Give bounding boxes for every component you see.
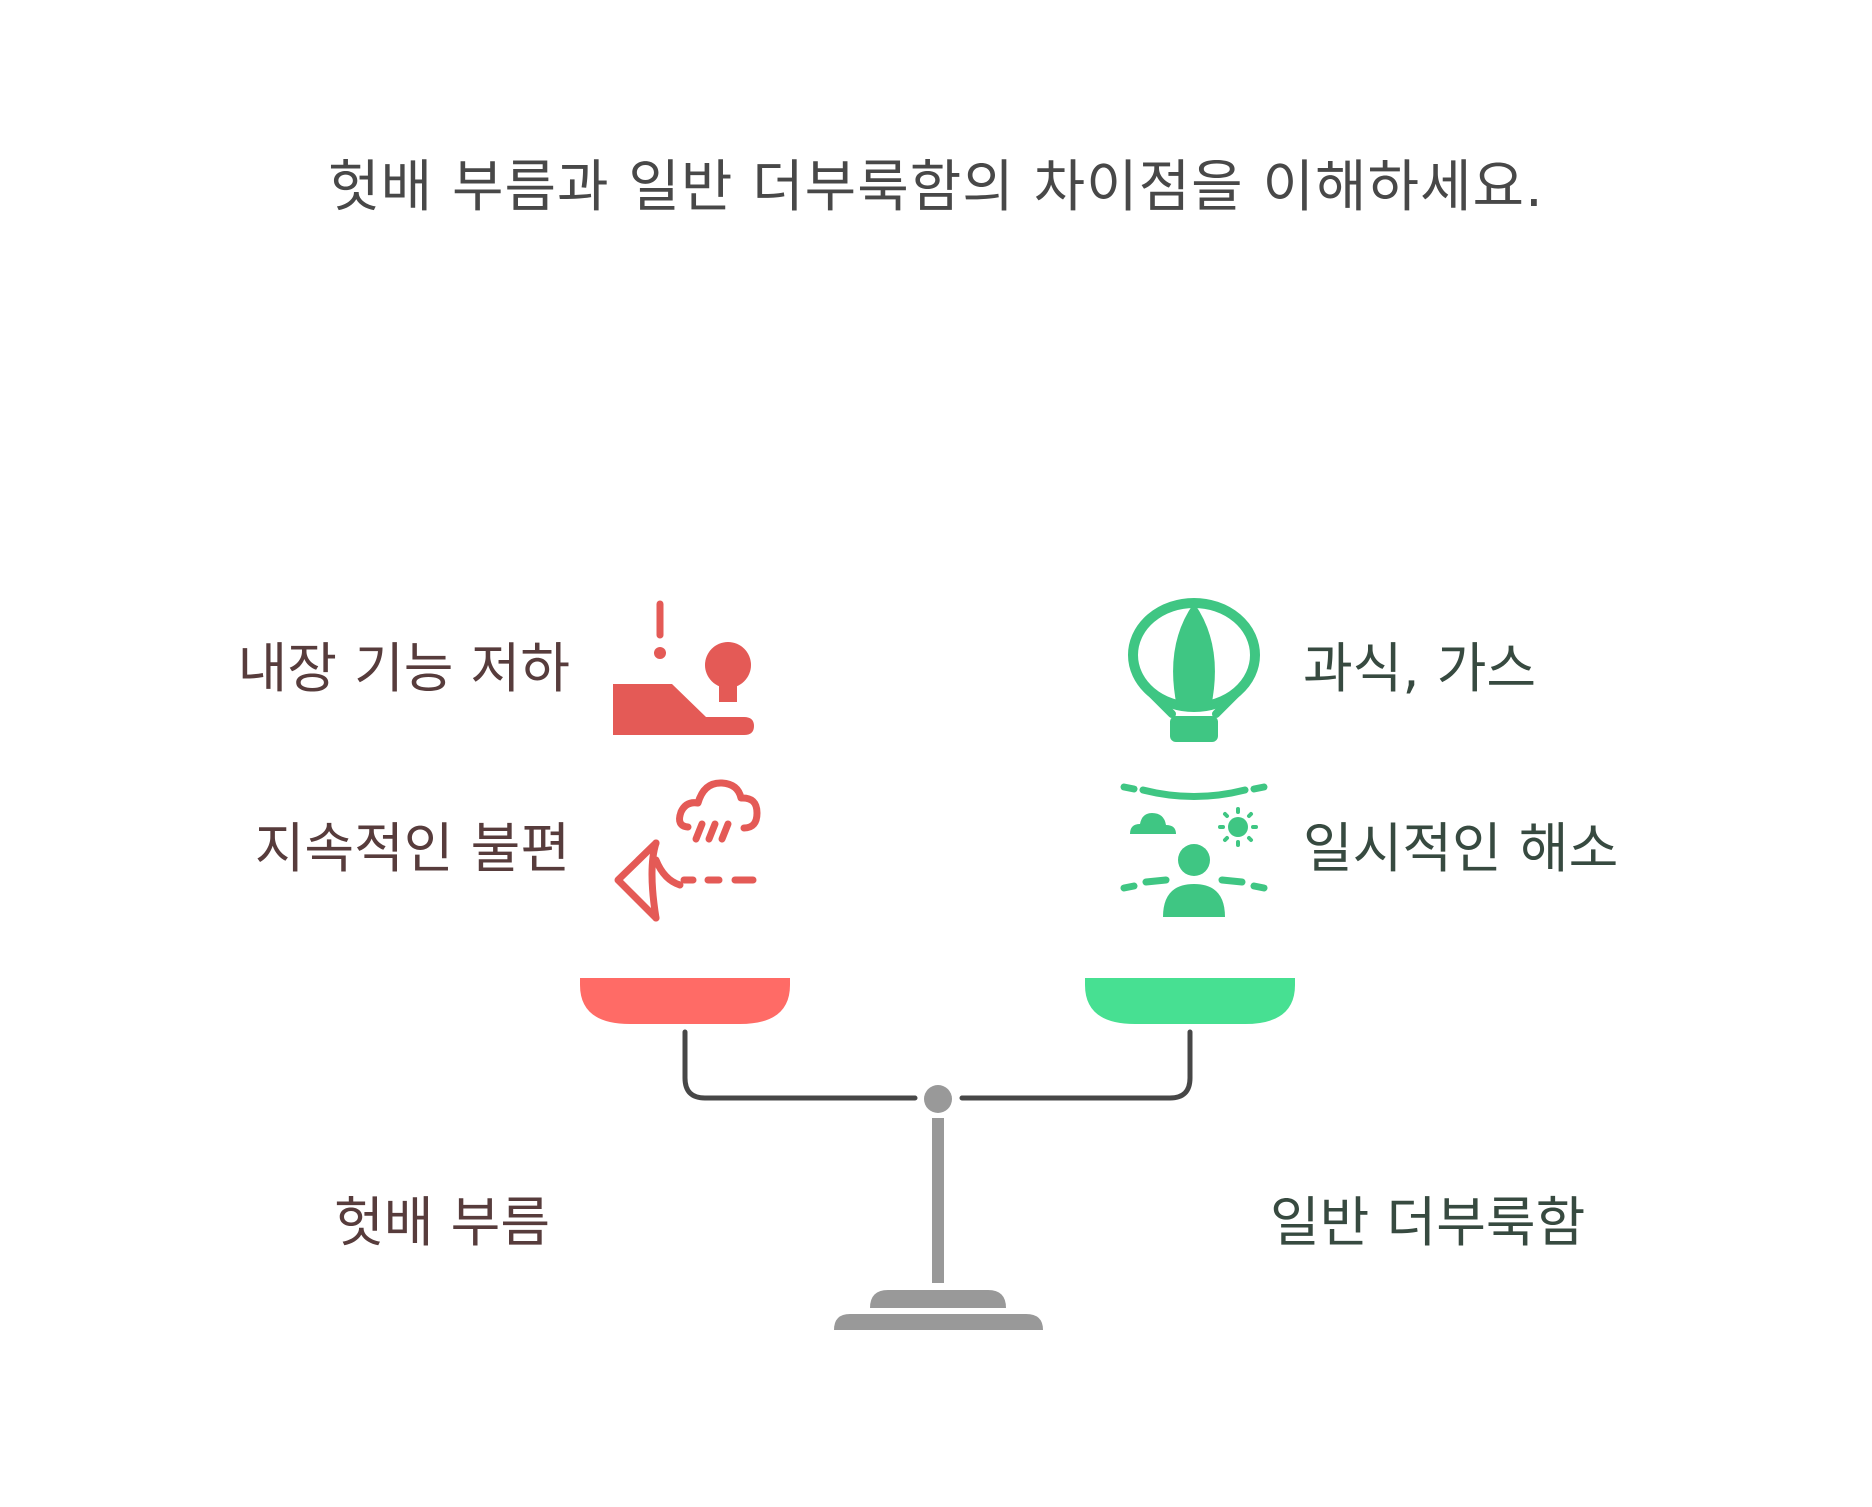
balance-base-bottom <box>834 1314 1043 1330</box>
right-item-label-1: 과식, 가스 <box>1303 637 1537 700</box>
left-category-label: 헛배 부름 <box>334 1191 550 1254</box>
hot-air-balloon-icon <box>1128 598 1260 742</box>
balance-base-top <box>870 1290 1006 1308</box>
balance-pole <box>932 1118 944 1283</box>
right-pan <box>1085 978 1295 1024</box>
left-pan <box>580 978 790 1024</box>
page-title: 헛배 부름과 일반 더부룩함의 차이점을 이해하세요. <box>328 155 1544 220</box>
declining-function-icon <box>613 600 754 735</box>
balance-beam <box>682 1029 1193 1101</box>
person-relief-icon <box>1120 783 1268 917</box>
right-category-label: 일반 더부룩함 <box>1270 1191 1586 1254</box>
left-item-label-2: 지속적인 불편 <box>254 817 570 880</box>
right-item-label-2: 일시적인 해소 <box>1303 817 1619 880</box>
left-item-label-1: 내장 기능 저하 <box>237 637 570 700</box>
persistent-storm-icon <box>614 779 761 922</box>
balance-pivot <box>924 1085 952 1113</box>
